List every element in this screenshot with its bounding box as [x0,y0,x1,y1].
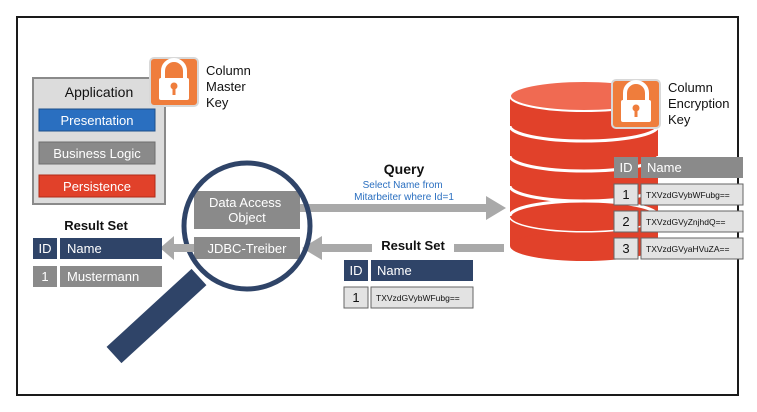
transit-result-table: ID Name 1 TXVzdGVybWFubg== [343,260,474,309]
result-set-label-bg [372,236,454,254]
client-result-label: Result Set [64,218,128,233]
query-arrow [300,196,506,220]
db-encrypted-table: ID Name 1 TXVzdGVybWFubg== 2 TXVzdGVyZnj… [613,157,744,260]
db-table-row-3-name: TXVzdGVyaHVuZA== [646,244,729,254]
application-box: Application Presentation Business Logic … [32,77,166,205]
transit-table-header-name: Name [377,263,412,278]
layer-presentation-label: Presentation [61,113,134,128]
magnifying-glass-icon [106,160,313,364]
encryption-key-label: Column Encryption Key [668,80,733,127]
db-table-header-name-cell [641,157,743,178]
application-title: Application [65,84,134,100]
query-sql-text: Select Name from Mitarbeiter where Id=1 [354,180,454,203]
client-table-row-1-id: 1 [41,269,48,284]
transit-table-row-1-name: TXVzdGVybWFubg== [376,293,460,303]
transit-table-row-1-id: 1 [352,290,359,305]
driver-stack: Data Access Object JDBC-Treiber [194,191,300,259]
jdbc-box [194,237,300,259]
layer-business-logic-box [38,141,156,165]
client-table-header-id: ID [39,241,52,256]
client-table-row-1-name: Mustermann [67,269,139,284]
db-table-row-2-id: 2 [622,214,629,229]
result-set-label: Result Set [381,238,445,253]
layer-presentation-box [38,108,156,132]
layer-persistence-label: Persistence [63,179,131,194]
dao-box [194,191,300,229]
dao-label: Data Access Object [209,195,285,225]
layer-business-logic-label: Business Logic [53,146,141,161]
transit-table-header-id: ID [350,263,363,278]
layer-persistence-box [38,174,156,198]
master-key-label: Column Master Key [206,63,254,110]
db-table-row-1-name: TXVzdGVybWFubg== [646,190,730,200]
master-key-lock-icon [149,57,199,107]
client-result-arrow [160,236,194,260]
db-table-header-name: Name [647,160,682,175]
encryption-key-lock-icon [611,79,661,129]
client-table-header-name: Name [67,241,102,256]
db-table-row-1-id: 1 [622,187,629,202]
db-table-header-id-cell [614,157,638,178]
db-table-row-2-name: TXVzdGVyZnjhdQ== [646,217,726,227]
db-table-header-id: ID [620,160,633,175]
client-result-table: ID Name 1 Mustermann [33,238,162,287]
query-label: Query [384,161,425,177]
db-table-row-3-id: 3 [622,241,629,256]
jdbc-label: JDBC-Treiber [208,241,288,256]
